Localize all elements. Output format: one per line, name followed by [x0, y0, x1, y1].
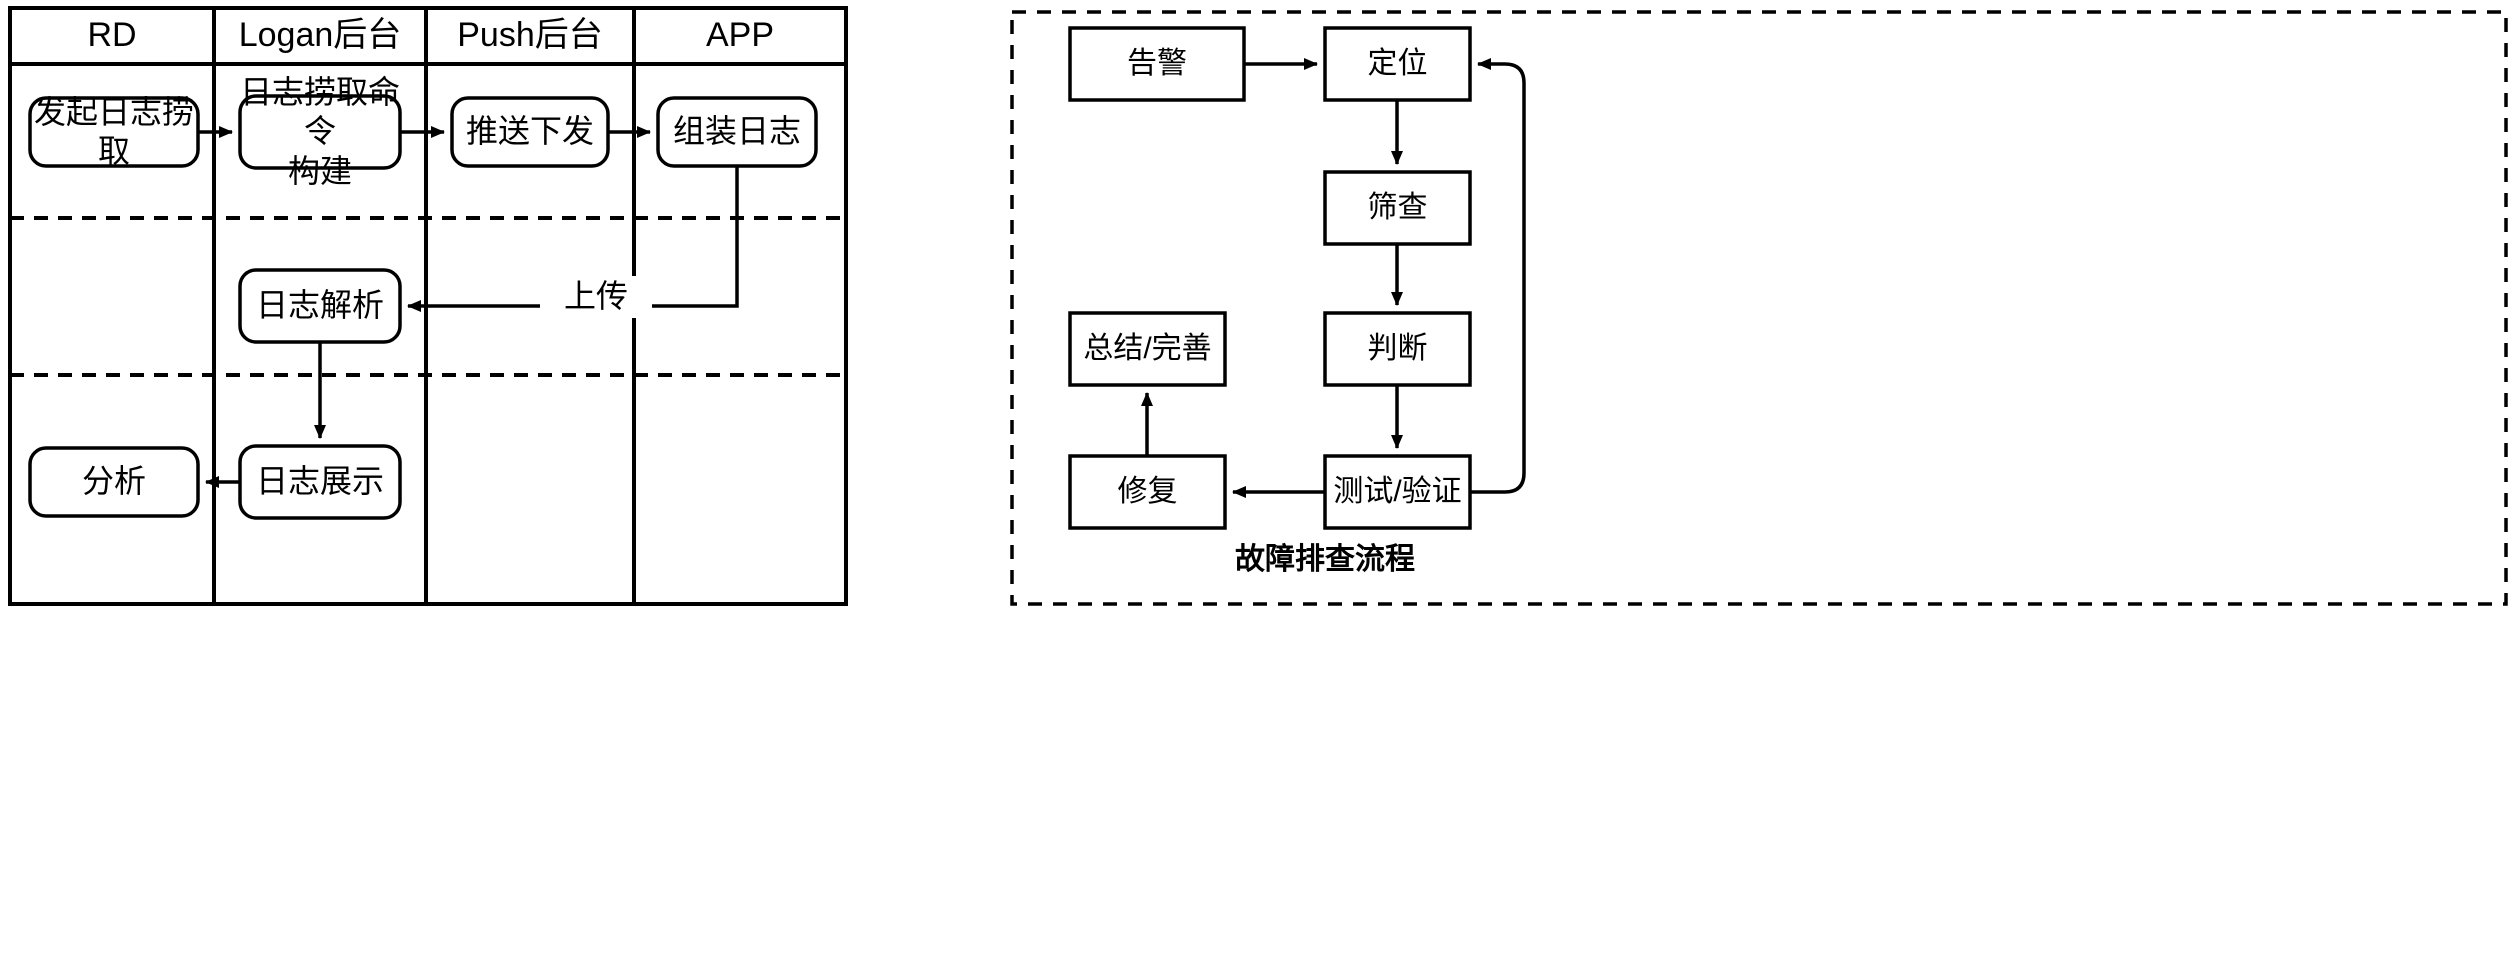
swimlane-band-dividers: [10, 216, 846, 377]
edge-test-back-to-locate: [1470, 58, 1526, 494]
node-initiate-log-fetch[interactable]: 发起日志捞取: [33, 93, 194, 169]
node-judge[interactable]: 判断: [1367, 331, 1428, 365]
node-screen[interactable]: 筛查: [1367, 190, 1428, 224]
shape-summarize: [1068, 311, 1227, 387]
node-repair[interactable]: 修复: [1117, 474, 1178, 508]
troubleshooting-container-border: [1010, 10, 2508, 606]
shape-judge: [1323, 311, 1472, 387]
shape-screen: [1323, 170, 1472, 246]
lane-header-app: APP: [705, 16, 775, 55]
node-locate[interactable]: 定位: [1367, 46, 1428, 80]
node-assemble-log[interactable]: 组装日志: [672, 113, 801, 150]
node-parse-log[interactable]: 日志解析: [255, 287, 384, 324]
node-display-log[interactable]: 日志展示: [255, 463, 384, 500]
node-summarize[interactable]: 总结/完善: [1083, 331, 1212, 365]
swimlane-table-frame: [8, 6, 848, 606]
shape-analyze: [28, 446, 200, 518]
shape-repair: [1068, 454, 1227, 530]
shape-test-verify: [1323, 454, 1472, 530]
shape-locate: [1323, 26, 1472, 102]
swimlane-node-shapes: [28, 94, 818, 520]
troubleshooting-node-shapes: [1068, 26, 1472, 530]
lane-header-rd: RD: [87, 16, 137, 55]
node-test-verify[interactable]: 测试/验证: [1333, 474, 1462, 508]
swimlane-connectors: [198, 126, 739, 488]
troubleshooting-connectors: [1141, 58, 1526, 498]
troubleshooting-caption: 故障排查流程: [1235, 542, 1415, 576]
node-push-dispatch[interactable]: 推送下发: [465, 113, 594, 150]
lane-header-logan-backend: Logan后台: [238, 16, 402, 55]
edge-label-upload: 上传: [540, 276, 652, 318]
node-analyze[interactable]: 分析: [81, 463, 146, 500]
edge-assemble-to-parse-upload: [407, 166, 739, 312]
lane-header-push-backend: Push后台: [457, 16, 603, 55]
node-alarm[interactable]: 告警: [1127, 46, 1187, 80]
node-build-log-command[interactable]: 日志捞取命令 构建: [240, 74, 401, 189]
